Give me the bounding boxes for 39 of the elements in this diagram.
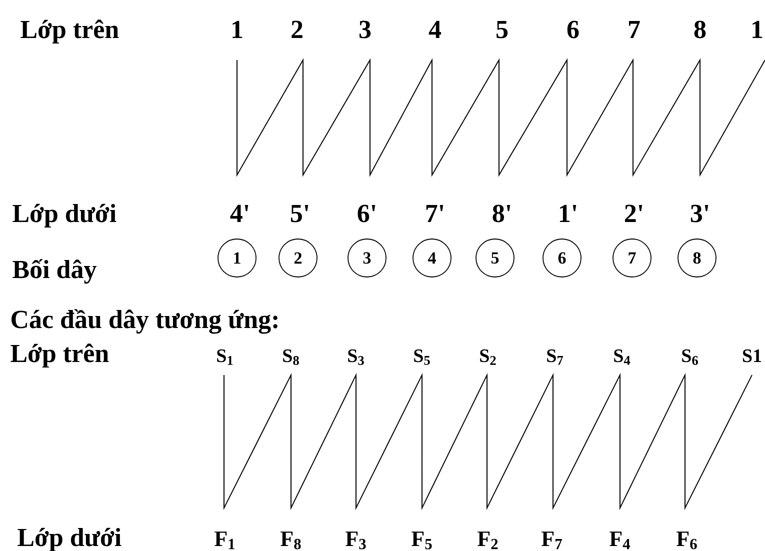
slot-number: 4' xyxy=(230,204,248,222)
terminal-label: F$_{7}$ xyxy=(542,532,562,550)
terminal-label: F$_{4}$ xyxy=(610,532,630,550)
terminal-label: F$_{5}$ xyxy=(412,532,432,550)
row-label: Lớp dưới xyxy=(12,204,116,228)
slot-number: 7' xyxy=(426,204,444,222)
slot-number: 1 xyxy=(752,20,762,38)
slot-number: 6' xyxy=(358,204,376,222)
terminal-label: S$_{2}$ xyxy=(480,349,496,365)
slot-number: 2 xyxy=(292,20,302,38)
heading: Các đầu dây tương ứng: xyxy=(11,309,278,334)
row-label: Lớp trên xyxy=(20,20,119,44)
terminal-label: S$_{5}$ xyxy=(414,349,430,365)
terminal-label: F$_{2}$ xyxy=(478,532,498,550)
slot-number: 8 xyxy=(694,20,706,38)
terminal-label: F$_{6}$ xyxy=(676,532,697,550)
terminal-label: S$_{8}$ xyxy=(283,349,299,365)
slot-number: 6 xyxy=(567,20,579,38)
slot-number: 5' xyxy=(290,204,308,222)
terminal-label: S$_{4}$ xyxy=(614,349,630,365)
slot-number: 5 xyxy=(496,20,508,38)
terminal-label: F$_{8}$ xyxy=(280,532,301,550)
slot-number: 1' xyxy=(560,204,576,222)
terminal-label: S1 xyxy=(742,349,762,362)
slot-number: 7 xyxy=(629,20,640,38)
slot-number: 1 xyxy=(232,20,242,38)
slot-number: 2' xyxy=(625,204,642,222)
row-label: Bối dây xyxy=(12,259,96,284)
terminal-label: F$_{1}$ xyxy=(214,532,235,550)
terminal-label: S$_{6}$ xyxy=(682,349,698,365)
terminal-label: S$_{7}$ xyxy=(547,349,564,365)
terminal-label: F$_{3}$ xyxy=(346,532,366,550)
terminal-label: S$_{3}$ xyxy=(348,349,364,365)
slot-number: 3 xyxy=(359,20,371,38)
terminal-label: S$_{1}$ xyxy=(217,349,233,365)
slot-number: 4 xyxy=(428,20,442,38)
slot-number: 8' xyxy=(492,204,510,222)
row-label: Lớp trên xyxy=(10,344,109,368)
slot-number: 3' xyxy=(690,204,708,222)
